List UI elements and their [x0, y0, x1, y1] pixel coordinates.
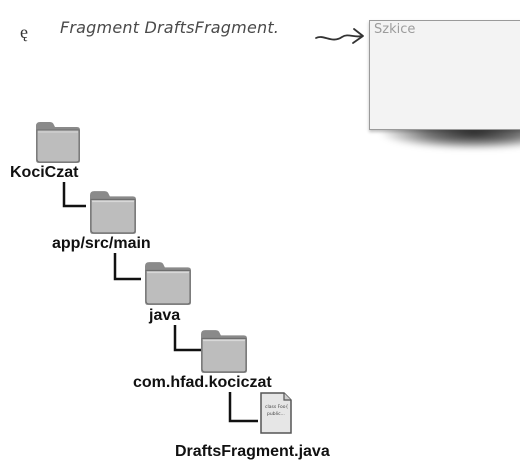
- tree-connector: [62, 182, 86, 208]
- tree-node-label: DraftsFragment.java: [175, 443, 330, 460]
- folder-icon: [36, 122, 80, 163]
- tree-node-label: com.hfad.kociczat: [133, 374, 272, 391]
- java-file-icon: class Foo{ public...: [260, 392, 292, 434]
- annotation-arrow-icon: [315, 28, 364, 44]
- annotation-text: Fragment DraftsFragment.: [60, 18, 280, 37]
- tree-connector: [228, 392, 258, 423]
- app-screen-preview: Szkice: [369, 20, 520, 130]
- tree-node-label: java: [149, 307, 181, 324]
- folder-icon: [145, 262, 191, 305]
- folder-icon: [201, 330, 247, 373]
- tree-node-label: app/src/main: [52, 235, 151, 252]
- file-icon-text: public...: [267, 411, 285, 417]
- file-icon-text: class Foo{: [265, 404, 289, 410]
- tree-connector: [113, 253, 141, 281]
- folder-icon: [90, 191, 136, 234]
- tree-node-label: KociCzat: [10, 164, 79, 181]
- preview-title: Szkice: [374, 22, 416, 37]
- cropped-text: ę: [20, 22, 28, 42]
- tree-connector: [173, 325, 201, 352]
